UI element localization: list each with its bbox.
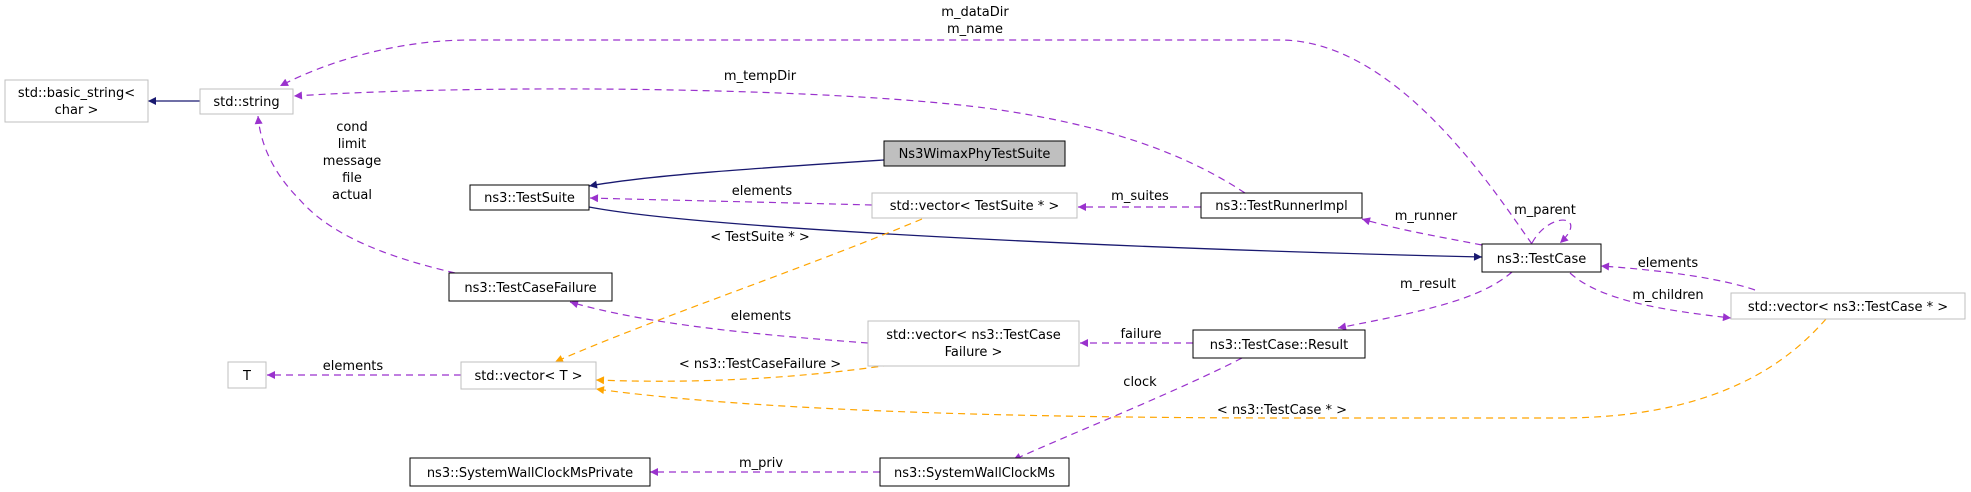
node-ns3-system-wall-clock-ms[interactable]: ns3::SystemWallClockMs	[879, 457, 1070, 487]
node-ns3-wimax-phy-test-suite-label: Ns3WimaxPhyTestSuite	[899, 147, 1051, 162]
node-vector-test-suite-label: std::vector< TestSuite * >	[890, 199, 1060, 214]
node-vector-test-case[interactable]: std::vector< ns3::TestCase * >	[1730, 292, 1966, 320]
edge-testcase-to-runner	[1361, 217, 1483, 246]
label-children: m_children	[1632, 288, 1703, 303]
edge-template-testsuite	[554, 218, 923, 363]
label-runner: m_runner	[1395, 209, 1458, 224]
edge-vector-failure-to-failure	[569, 300, 869, 344]
label-parent: m_parent	[1514, 203, 1576, 218]
label-priv: m_priv	[739, 456, 783, 471]
edge-vector-suite-to-testsuite	[589, 194, 873, 206]
label-failure: failure	[1120, 327, 1161, 342]
edge-result-to-wallclock	[1012, 357, 1243, 461]
node-std-basic-string-line1: std::basic_string<	[18, 86, 135, 101]
edge-testsuite-inherits-testcase	[588, 206, 1483, 261]
label-limit: limit	[338, 137, 367, 152]
node-t[interactable]: T	[227, 361, 267, 389]
node-t-label: T	[242, 369, 251, 384]
edge-failure-to-string	[254, 115, 456, 274]
edge-template-testcase	[595, 318, 1827, 419]
label-tpl-failure: < ns3::TestCaseFailure >	[679, 357, 841, 372]
edge-vector-case-to-testcase	[1600, 262, 1756, 291]
node-ns3-test-case-result[interactable]: ns3::TestCase::Result	[1192, 329, 1366, 359]
label-file: file	[342, 171, 362, 186]
edge-testcase-self-parent	[1531, 219, 1572, 244]
node-std-basic-string-line2: char >	[55, 103, 99, 118]
node-vector-t[interactable]: std::vector< T >	[460, 361, 597, 390]
node-ns3-test-runner-impl[interactable]: ns3::TestRunnerImpl	[1200, 192, 1363, 219]
node-ns3-system-wall-clock-ms-private-label: ns3::SystemWallClockMsPrivate	[427, 466, 633, 481]
label-tpl-testsuite: < TestSuite * >	[710, 230, 809, 245]
label-cond: cond	[336, 120, 368, 135]
node-ns3-test-case[interactable]: ns3::TestCase	[1481, 243, 1602, 273]
label-clock: clock	[1123, 375, 1157, 390]
label-name: m_name	[947, 22, 1003, 37]
node-ns3-test-case-failure-label: ns3::TestCaseFailure	[464, 281, 596, 296]
label-case-elements: elements	[1638, 256, 1699, 271]
node-vector-t-label: std::vector< T >	[474, 369, 582, 384]
label-message: message	[323, 154, 381, 169]
node-vector-test-case-failure-line1: std::vector< ns3::TestCase	[886, 328, 1061, 343]
node-ns3-wimax-phy-test-suite[interactable]: Ns3WimaxPhyTestSuite	[883, 140, 1066, 167]
label-tpl-testcase: < ns3::TestCase * >	[1217, 403, 1347, 418]
node-ns3-system-wall-clock-ms-label: ns3::SystemWallClockMs	[894, 466, 1055, 481]
node-vector-test-case-failure-line2: Failure >	[945, 345, 1003, 360]
label-suites: m_suites	[1111, 189, 1169, 204]
edge-runner-to-string-tempdir	[293, 88, 1246, 194]
node-ns3-test-suite-label: ns3::TestSuite	[484, 191, 575, 206]
node-ns3-test-case-label: ns3::TestCase	[1497, 252, 1586, 267]
edge-testcase-to-result	[1337, 271, 1513, 331]
edge-testcase-to-vector-case	[1569, 272, 1732, 322]
edge-template-failure	[595, 364, 891, 385]
edge-labels: m_dataDir m_name m_tempDir cond limit me…	[323, 5, 1704, 471]
node-ns3-test-runner-impl-label: ns3::TestRunnerImpl	[1215, 199, 1348, 214]
nodes: std::basic_string< char > std::string Ns…	[4, 79, 1966, 487]
edge-testcase-to-string-datadir	[279, 39, 1533, 245]
node-vector-test-suite[interactable]: std::vector< TestSuite * >	[871, 192, 1078, 219]
label-suite-elements: elements	[732, 184, 793, 199]
node-ns3-system-wall-clock-ms-private[interactable]: ns3::SystemWallClockMsPrivate	[409, 457, 651, 487]
node-ns3-test-case-result-label: ns3::TestCase::Result	[1210, 338, 1348, 353]
label-t-elements: elements	[323, 359, 384, 374]
label-result: m_result	[1400, 277, 1456, 292]
node-vector-test-case-failure[interactable]: std::vector< ns3::TestCase Failure >	[867, 320, 1080, 367]
label-datadir: m_dataDir	[941, 5, 1009, 20]
label-actual: actual	[332, 188, 372, 203]
node-std-string[interactable]: std::string	[199, 88, 294, 115]
node-std-string-label: std::string	[213, 95, 279, 110]
node-std-basic-string[interactable]: std::basic_string< char >	[4, 79, 149, 123]
edge-wimax-inherits-testsuite	[588, 159, 885, 189]
label-failure-elements: elements	[731, 309, 792, 324]
edges	[148, 39, 1827, 476]
label-tempdir: m_tempDir	[724, 69, 797, 84]
node-ns3-test-case-failure[interactable]: ns3::TestCaseFailure	[448, 272, 613, 302]
node-ns3-test-suite[interactable]: ns3::TestSuite	[469, 184, 590, 211]
node-vector-test-case-label: std::vector< ns3::TestCase * >	[1748, 300, 1948, 315]
